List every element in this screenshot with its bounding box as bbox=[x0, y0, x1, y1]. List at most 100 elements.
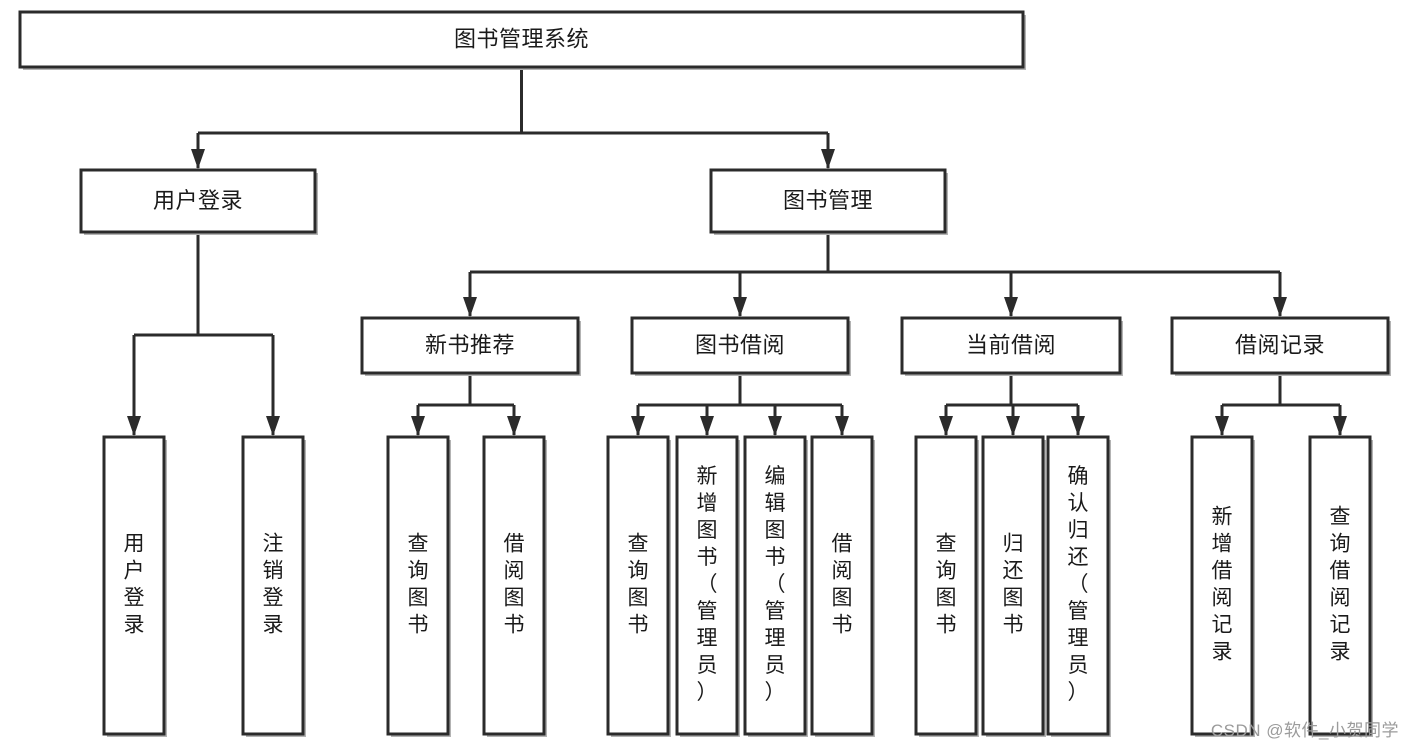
label-char: ） bbox=[1068, 681, 1089, 704]
node-rect bbox=[606, 435, 670, 736]
label-char: 图 bbox=[765, 519, 786, 542]
arrow-head-icon bbox=[700, 416, 714, 436]
label-char: 查 bbox=[1330, 506, 1351, 529]
arrow-head-icon bbox=[463, 297, 477, 317]
node-rect bbox=[981, 435, 1045, 736]
label-char: 阅 bbox=[1212, 587, 1233, 610]
label-char: 理 bbox=[1068, 627, 1089, 650]
label-char: 录 bbox=[263, 614, 284, 637]
arrow-head-icon bbox=[507, 416, 521, 436]
label-char: 员 bbox=[1068, 654, 1089, 677]
label-char: 图 bbox=[504, 587, 525, 610]
label-char: 记 bbox=[1212, 614, 1233, 637]
label-char: 管 bbox=[697, 600, 718, 623]
node-user-login[interactable]: 用户登录 bbox=[79, 168, 318, 235]
arrow-head-icon bbox=[631, 416, 645, 436]
label-char: 理 bbox=[697, 627, 718, 650]
node-book-borrow[interactable]: 图书借阅 bbox=[630, 316, 851, 376]
arrow-head-icon bbox=[1006, 416, 1020, 436]
label-char: 借 bbox=[1330, 560, 1351, 583]
label-char: 还 bbox=[1068, 546, 1089, 569]
label-char: 书 bbox=[765, 546, 786, 569]
node-rect bbox=[914, 435, 978, 736]
arrow-head-icon bbox=[1071, 416, 1085, 436]
label-char: 员 bbox=[765, 654, 786, 677]
label-char: 询 bbox=[936, 560, 957, 583]
label-char: ） bbox=[765, 681, 786, 704]
node-borrow-record[interactable]: 借阅记录 bbox=[1170, 316, 1391, 376]
arrow-head-icon bbox=[191, 149, 205, 169]
node-book-manage[interactable]: 图书管理 bbox=[709, 168, 948, 235]
label-char: 图 bbox=[697, 519, 718, 542]
label-char: 借 bbox=[1212, 560, 1233, 583]
label-char: 图 bbox=[1003, 587, 1024, 610]
label-char: 录 bbox=[1330, 641, 1351, 664]
label-char: 查 bbox=[936, 533, 957, 556]
label-char: ） bbox=[697, 681, 718, 704]
node-rect bbox=[102, 435, 166, 736]
node-rect bbox=[386, 435, 450, 736]
label-char: （ bbox=[697, 573, 718, 596]
node-new-book-rec[interactable]: 新书推荐 bbox=[360, 316, 581, 376]
label-char: 归 bbox=[1003, 533, 1024, 556]
node-label: 图书借阅 bbox=[695, 332, 785, 357]
arrow-head-icon bbox=[127, 416, 141, 436]
arrow-head-icon bbox=[1004, 297, 1018, 317]
label-char: （ bbox=[1068, 573, 1089, 596]
node-user-login-do[interactable]: 用户登录 bbox=[102, 435, 167, 737]
label-char: 询 bbox=[408, 560, 429, 583]
label-char: 图 bbox=[408, 587, 429, 610]
label-char: 借 bbox=[504, 533, 525, 556]
node-rect bbox=[1170, 316, 1390, 375]
arrow-head-icon bbox=[939, 416, 953, 436]
label-char: （ bbox=[765, 573, 786, 596]
label-char: 书 bbox=[936, 614, 957, 637]
label-char: 归 bbox=[1068, 519, 1089, 542]
label-char: 书 bbox=[504, 614, 525, 637]
label-char: 销 bbox=[263, 560, 284, 583]
node-label: 图书管理 bbox=[783, 188, 873, 213]
label-char: 编 bbox=[765, 465, 786, 488]
node-rect bbox=[482, 435, 546, 736]
label-char: 新 bbox=[697, 465, 718, 488]
label-char: 新 bbox=[1212, 506, 1233, 529]
arrow-head-icon bbox=[768, 416, 782, 436]
arrow-head-icon bbox=[835, 416, 849, 436]
label-char: 记 bbox=[1330, 614, 1351, 637]
arrow-head-icon bbox=[266, 416, 280, 436]
node-label: 用户登录 bbox=[124, 533, 145, 637]
node-rect bbox=[1190, 435, 1254, 736]
label-char: 增 bbox=[697, 492, 718, 515]
node-rect bbox=[743, 435, 807, 736]
label-char: 登 bbox=[263, 587, 284, 610]
label-char: 录 bbox=[1212, 641, 1233, 664]
node-rect bbox=[900, 316, 1122, 375]
label-char: 书 bbox=[628, 614, 649, 637]
node-root[interactable]: 图书管理系统 bbox=[18, 10, 1026, 70]
arrow-head-icon bbox=[821, 149, 835, 169]
node-current-borrow[interactable]: 当前借阅 bbox=[900, 316, 1123, 376]
label-char: 录 bbox=[124, 614, 145, 637]
node-label: 当前借阅 bbox=[966, 332, 1056, 357]
